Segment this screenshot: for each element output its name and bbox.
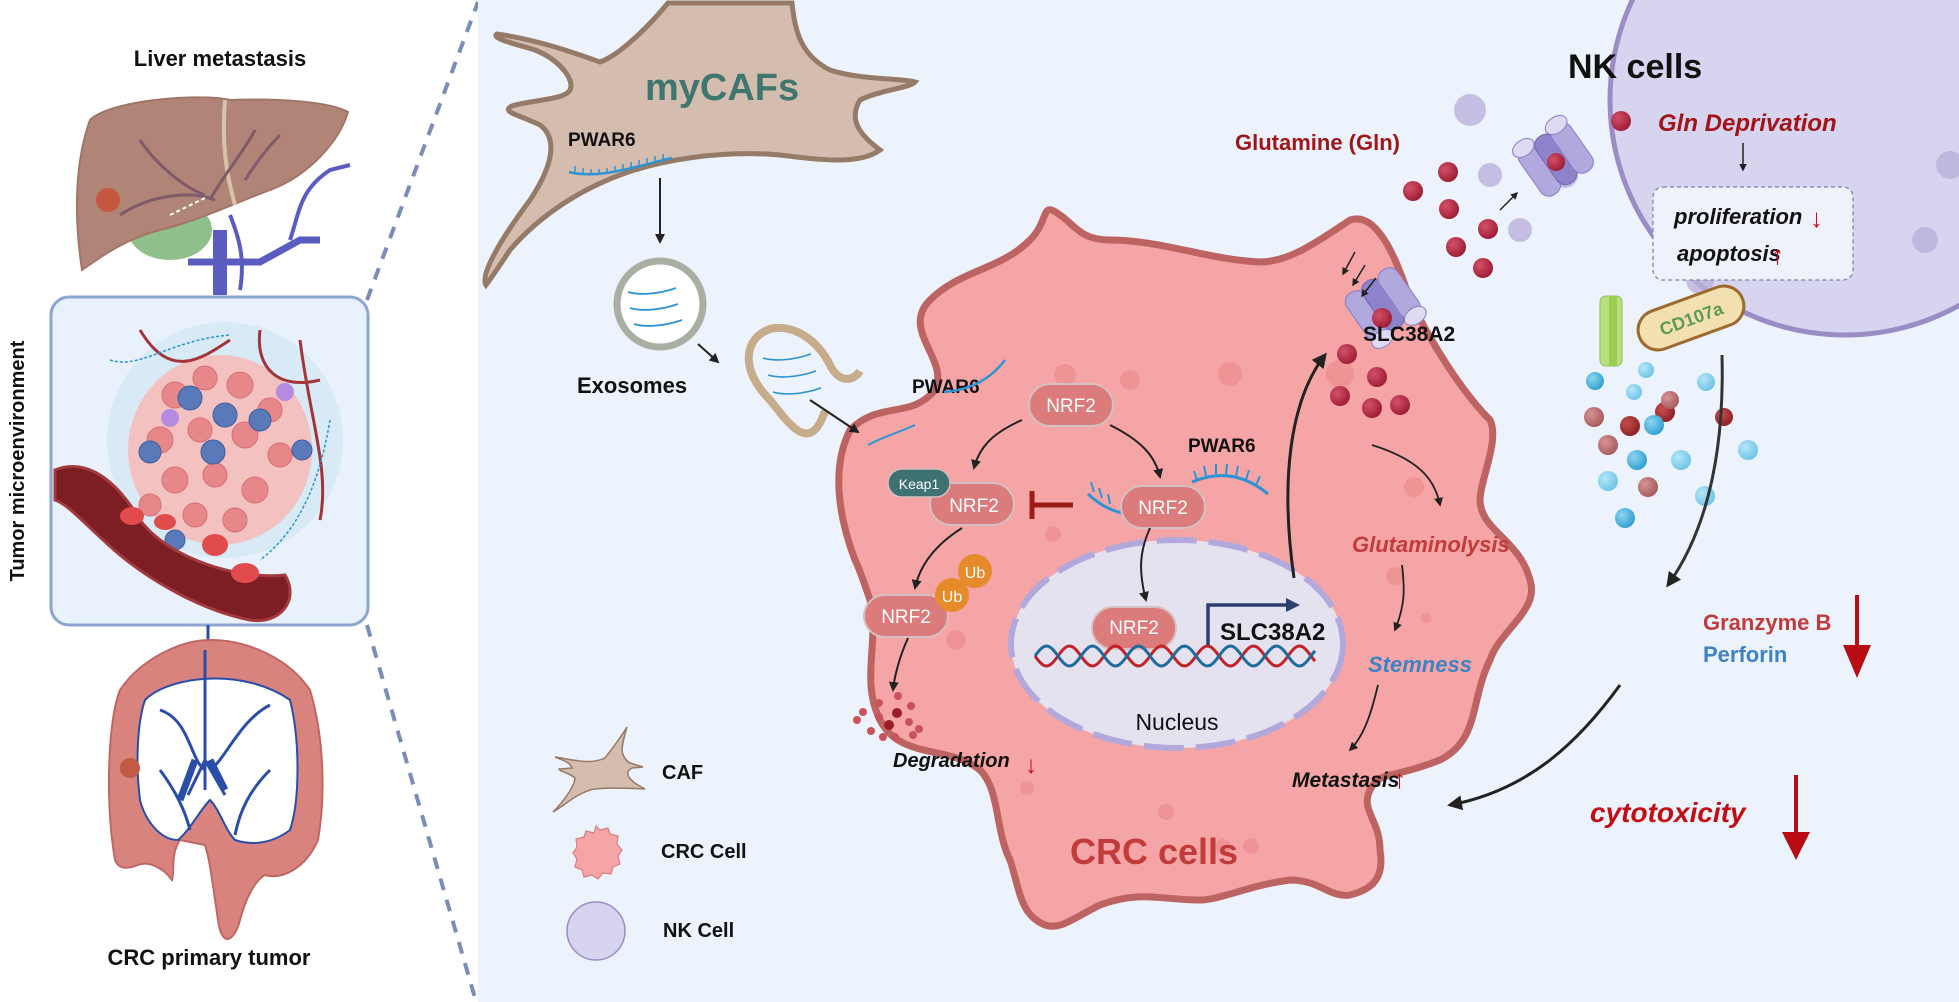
legend-label-nk-cell: NK Cell: [663, 920, 734, 942]
stemness-label: Stemness: [1368, 652, 1472, 677]
gln-deprivation-label: Gln Deprivation: [1658, 110, 1837, 137]
nrf2-pwar6-bound: NRF2: [1120, 485, 1206, 529]
granule-release-arrow: [1666, 354, 1724, 588]
crc-cells-title: CRC cells: [1070, 831, 1238, 872]
degradation-fragments: [853, 692, 923, 741]
colon-tumor: [120, 758, 140, 778]
glutamine-molecule: [1611, 111, 1631, 131]
caf-pwar6-rna: [568, 156, 673, 176]
inhibition-symbol: [1029, 491, 1073, 519]
ub-label-1: Ub: [942, 589, 963, 606]
liver-illustration: [75, 96, 351, 295]
liver-tumor: [96, 188, 120, 212]
apoptosis-up-arrow: ↑: [1771, 240, 1784, 270]
crc-slc38a2-transporter: [1344, 267, 1427, 349]
granule-channel: [1599, 295, 1623, 367]
glutamine-label: Glutamine (Gln): [1235, 130, 1400, 155]
mycafs-title: myCAFs: [645, 67, 799, 109]
transcription-start-arrow: [1206, 603, 1288, 645]
glutaminolysis-label: Glutaminolysis: [1352, 532, 1510, 557]
nk-cell-icon: [566, 901, 626, 961]
granzyme-b-label: Granzyme B: [1703, 610, 1831, 635]
nrf2-nuclear-label: NRF2: [1109, 618, 1159, 639]
caf-cell: [482, 0, 920, 290]
legend-item-caf: CAF: [552, 726, 703, 813]
tme-illustration: [53, 322, 343, 623]
nk-cells-title: NK cells: [1568, 48, 1702, 86]
ub-tag-2: [958, 554, 992, 588]
transporter-slc38a2-label: SLC38A2: [1363, 323, 1455, 346]
endocytosed-exosome: [744, 323, 864, 438]
exosome: [613, 257, 707, 351]
liver-metastasis-title: Liver metastasis: [134, 46, 306, 71]
caf-icon: [552, 726, 646, 813]
cytotoxicity-down-arrow: [1782, 775, 1810, 860]
proliferation-label: proliferation: [1673, 204, 1802, 229]
ub-label-2: Ub: [965, 565, 986, 582]
crc-cell-icon: [572, 824, 623, 880]
nk-effects-box: [1652, 186, 1854, 281]
proliferation-down-arrow: ↓: [1810, 203, 1823, 233]
degradation-label: Degradation: [893, 750, 1010, 772]
released-pwar6-rna: [867, 424, 916, 446]
legend-item-nk-cell: NK Cell: [566, 901, 734, 961]
gene-slc38a2-label: SLC38A2: [1220, 619, 1325, 646]
nrf2-bound-label: NRF2: [1138, 498, 1188, 519]
nrf2-nuclear: NRF2: [1091, 606, 1177, 650]
slc38a2-expression-arrow: [1286, 352, 1327, 579]
cd107a-badge: CD107a: [1636, 284, 1746, 352]
nucleus-label: Nucleus: [1135, 709, 1218, 735]
nrf2-ubiquitinated: NRF2 Ub Ub: [863, 554, 992, 638]
granzyme-down-arrow: [1843, 595, 1871, 678]
nrf2-top: NRF2: [1028, 383, 1114, 427]
keap1-label: Keap1: [899, 476, 940, 492]
metastasis-up-arrow: ↑: [1393, 764, 1406, 794]
nrf2-ub-label: NRF2: [881, 607, 931, 628]
crc-pwar6-label-b: PWAR6: [1188, 436, 1256, 457]
apoptosis-label: apoptosis: [1677, 241, 1781, 266]
metastasis-label: Metastasis: [1292, 769, 1399, 792]
tme-side-label: Tumor microenvironment: [7, 340, 29, 581]
legend-label-caf: CAF: [662, 762, 703, 784]
zoom-connector-top: [365, 1, 480, 301]
legend-item-crc-cell: CRC Cell: [572, 824, 747, 880]
dna-helix: [1033, 644, 1317, 668]
degradation-down-arrow: ↓: [1025, 752, 1037, 779]
cytotoxicity-label: cytotoxicity: [1590, 797, 1747, 828]
glutamine-molecules: [1330, 162, 1498, 418]
cytotoxicity-arrow: [1447, 684, 1622, 811]
ub-tag-1: [935, 578, 969, 612]
perforin-label: Perforin: [1703, 642, 1787, 667]
colon-illustration: [107, 625, 324, 940]
nucleus: [1008, 537, 1346, 751]
nrf2-keap-label: NRF2: [949, 496, 999, 517]
pwar6-bound-rna: [1191, 474, 1269, 496]
legend-label-crc-cell: CRC Cell: [661, 841, 747, 863]
nrf2-top-label: NRF2: [1046, 396, 1096, 417]
crc-pwar6-label-a: PWAR6: [912, 377, 980, 398]
legend: CAF CRC Cell NK Cell: [552, 726, 747, 961]
crc-primary-tumor-title: CRC primary tumor: [108, 945, 311, 970]
exosome-uptake-arrow: [697, 343, 720, 364]
keap1-nrf2-complex: NRF2 Keap1: [887, 468, 1015, 526]
caf-pwar6-label: PWAR6: [568, 130, 636, 151]
exosomes-label: Exosomes: [577, 373, 687, 398]
